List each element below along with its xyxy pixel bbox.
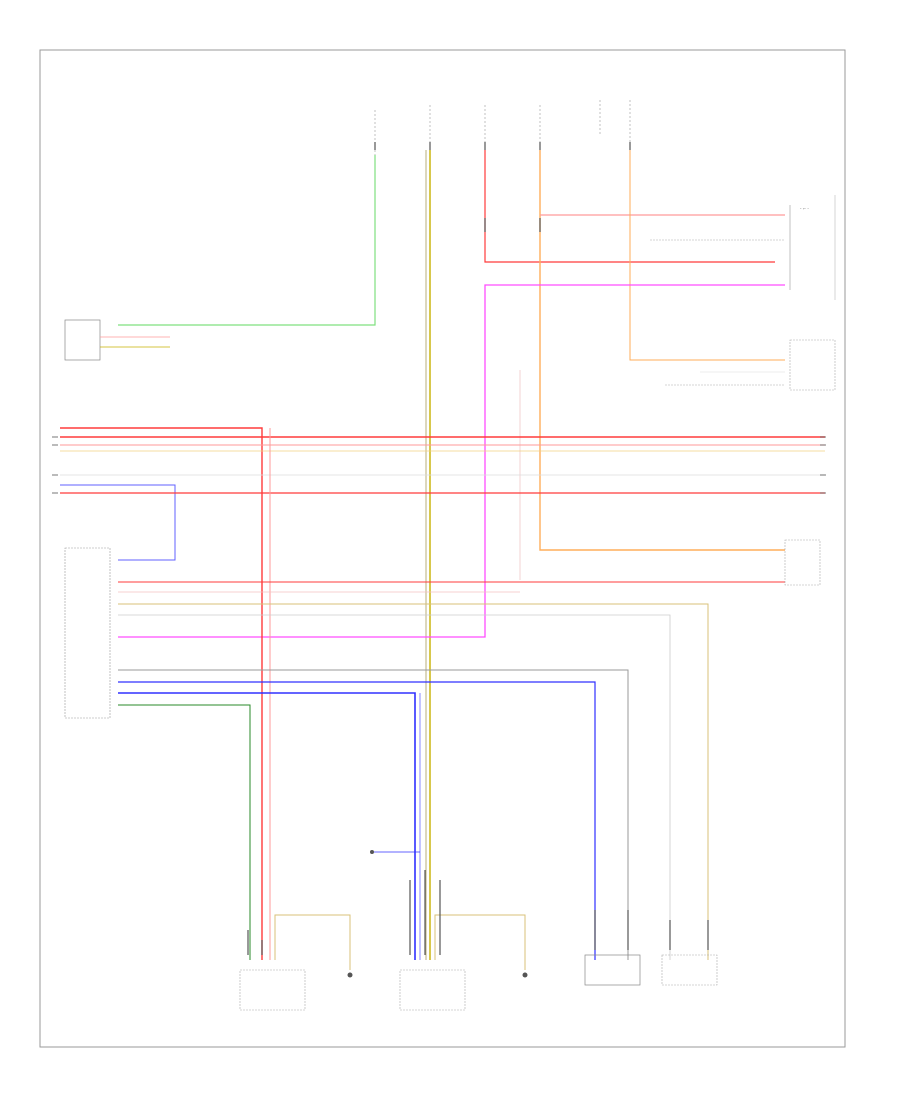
switch-bottom-left [239,969,306,1011]
right-edge-terminals [820,436,826,494]
wire-tan-right [629,150,785,361]
switch-bottom-mid [399,969,466,1011]
control-module [64,547,111,719]
wire-magenta [118,284,785,638]
module-bottom-right-a [584,954,641,986]
left-edge-terminals [52,436,58,494]
diagram-frame [39,49,846,1048]
bus-lines [60,427,825,960]
wire-tan-bottom-left [274,914,351,970]
connector-dot [370,850,374,854]
wire-orange [539,150,785,551]
wire-red-fuse [484,150,775,263]
ground-bottom-a [347,972,353,978]
fuse-feeds-top [374,100,631,155]
relay-right-top: - ⌐ - [789,195,836,300]
svg-text:- ⌐ -: - ⌐ - [800,206,809,211]
sensor-left [64,319,101,361]
sensor-right [784,539,821,586]
wire-tan-bottom-mid [434,914,526,970]
module-bottom-right-b [661,954,718,986]
module-outputs [118,581,785,960]
ground-bottom-b [522,972,528,978]
wire-green-sensor [118,155,376,326]
connector-marks [247,142,709,955]
relay-right-mid [789,339,836,391]
